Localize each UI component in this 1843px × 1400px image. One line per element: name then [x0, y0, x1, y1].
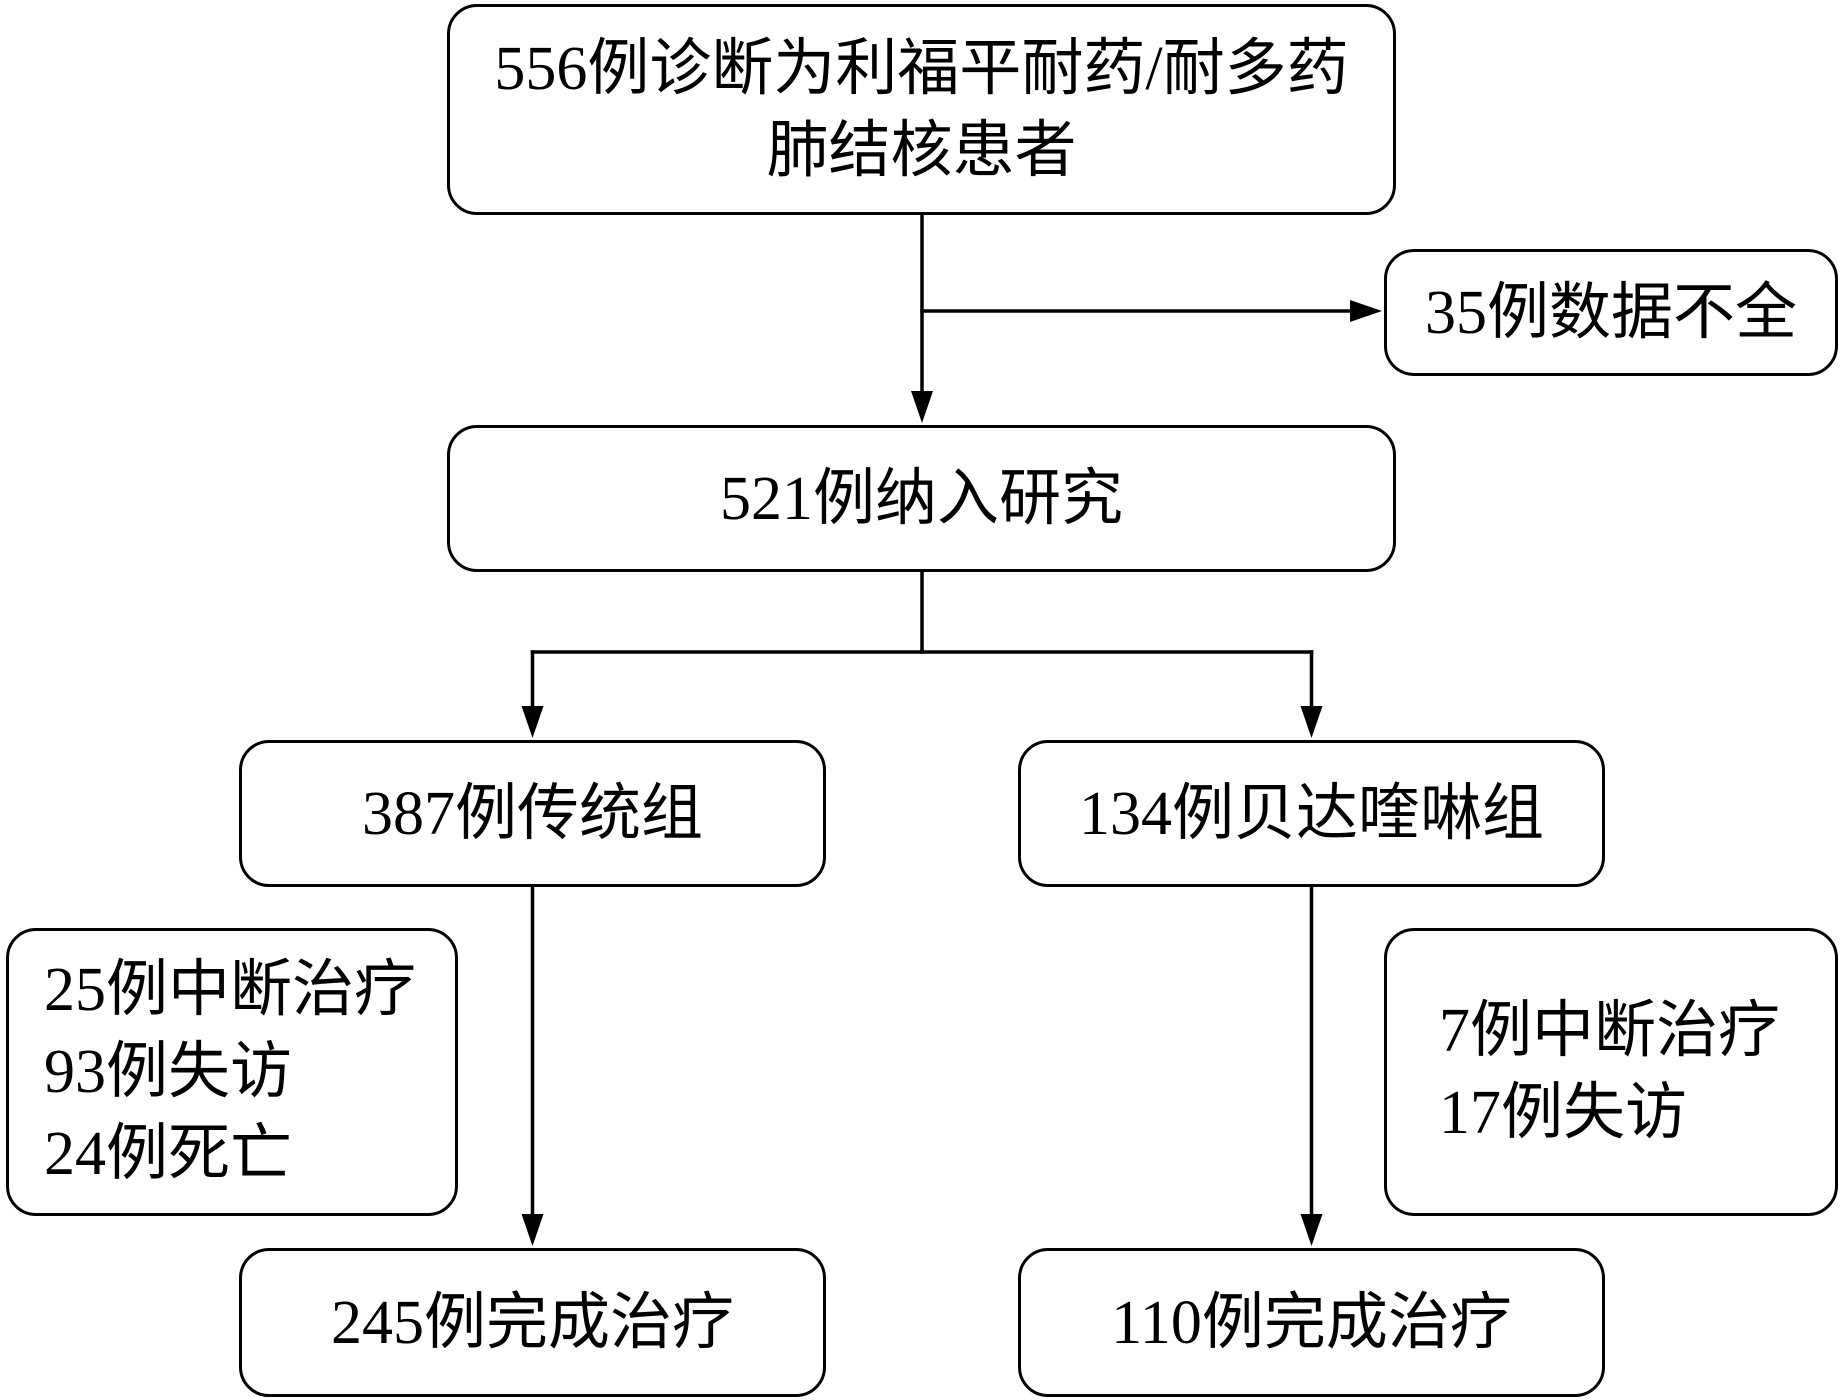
bedaquiline-completed-label: 110例完成治疗 — [1111, 1288, 1512, 1357]
bedaquiline-group-box: 134例贝达喹啉组 — [1018, 740, 1605, 887]
excluded-label: 35例数据不全 — [1424, 278, 1797, 347]
traditional-group-box: 387例传统组 — [239, 740, 826, 887]
arrowhead-traditional-completed — [521, 1214, 544, 1246]
arrowhead-bedaquiline-group — [1300, 706, 1323, 738]
screening-line-1: 556例诊断为利福平耐药/耐多药 — [494, 34, 1349, 103]
enrolled-label: 521例纳入研究 — [719, 464, 1123, 533]
traditional-dropout-item: 25例中断治疗 — [44, 956, 417, 1024]
screening-box: 556例诊断为利福平耐药/耐多药 肺结核患者 — [447, 4, 1396, 215]
bedaquiline-group-label: 134例贝达喹啉组 — [1078, 779, 1544, 848]
arrowhead-excluded — [1350, 300, 1382, 322]
bedaquiline-completed-box: 110例完成治疗 — [1018, 1248, 1605, 1397]
traditional-completed-box: 245例完成治疗 — [239, 1248, 826, 1397]
traditional-dropouts-box: 25例中断治疗 93例失访 24例死亡 — [6, 928, 458, 1216]
arrowhead-enrolled — [911, 391, 933, 423]
traditional-group-label: 387例传统组 — [361, 779, 703, 848]
traditional-completed-label: 245例完成治疗 — [330, 1288, 734, 1357]
bedaquiline-dropout-item: 7例中断治疗 — [1439, 997, 1781, 1065]
bedaquiline-dropouts-box: 7例中断治疗 17例失访 — [1384, 928, 1838, 1216]
enrolled-box: 521例纳入研究 — [447, 425, 1396, 572]
arrowhead-bedaquiline-completed — [1300, 1214, 1323, 1246]
bedaquiline-dropout-item: 17例失访 — [1439, 1079, 1688, 1147]
traditional-dropout-item: 24例死亡 — [44, 1120, 293, 1188]
excluded-box: 35例数据不全 — [1384, 249, 1838, 376]
traditional-dropout-item: 93例失访 — [44, 1038, 293, 1106]
screening-line-2: 肺结核患者 — [766, 116, 1077, 185]
arrowhead-traditional-group — [521, 706, 544, 738]
